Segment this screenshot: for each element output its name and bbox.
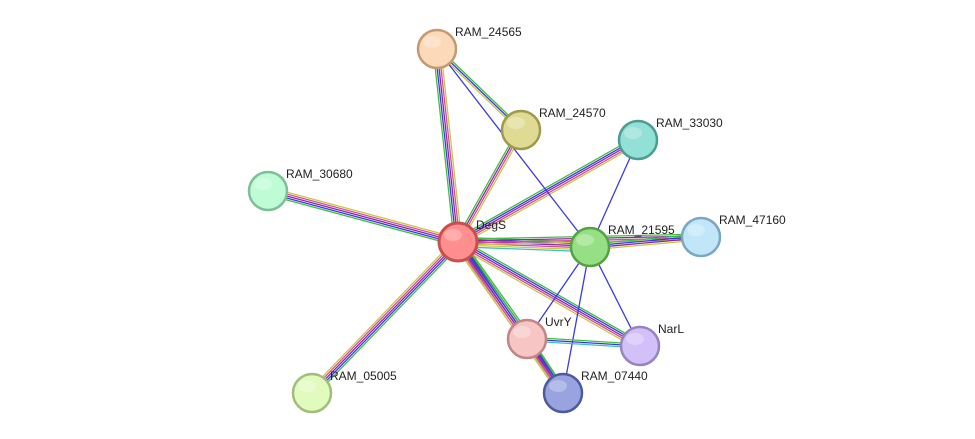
edge-line-purple	[267, 190, 459, 243]
node-degs[interactable]: DegS	[437, 218, 506, 263]
edge-line-green	[459, 238, 643, 344]
edge-line-green	[266, 194, 458, 247]
edge-line-pink	[456, 243, 640, 349]
node-label: UvrY	[545, 315, 572, 329]
node-ram-05005[interactable]: RAM_05005	[291, 369, 397, 414]
node-label: NarL	[658, 322, 684, 336]
edge-line-blue	[562, 246, 591, 394]
node-ram-21595[interactable]: RAM_21595	[569, 223, 675, 268]
node-sheen	[254, 178, 272, 190]
node-label: RAM_05005	[330, 369, 397, 383]
node-circle[interactable]	[619, 325, 661, 367]
edge-line-green	[314, 244, 462, 397]
edge-degs-narl	[455, 238, 643, 350]
edge-degs-ram-24570	[454, 128, 525, 244]
edge-line-olive	[459, 131, 525, 244]
nodes-layer: DegS RAM_24565RAM_24570RAM_33030RAM_30680…	[247, 25, 786, 414]
edge-degs-ram-24565	[432, 48, 463, 243]
node-label: RAM_21595	[608, 223, 675, 237]
edge-line-green	[432, 49, 455, 243]
edge-ram-21595-ram-07440	[562, 246, 591, 394]
node-sheen	[444, 229, 462, 241]
edge-line-pink	[268, 188, 459, 241]
edge-line-purple	[457, 139, 639, 243]
node-label: RAM_33030	[656, 116, 723, 130]
edge-line-pink	[438, 48, 461, 242]
node-circle[interactable]	[416, 28, 458, 70]
node-ram-24570[interactable]: RAM_24570	[500, 106, 606, 151]
node-sheen	[687, 224, 705, 236]
edge-line-blue	[434, 49, 457, 243]
edge-line-cyan	[457, 246, 590, 253]
node-label: RAM_47160	[719, 213, 786, 227]
edge-line-blue	[458, 239, 642, 345]
edge-degs-ram-30680	[266, 186, 460, 247]
node-label: RAM_30680	[286, 167, 353, 181]
node-ram-33030[interactable]: RAM_33030	[617, 116, 723, 161]
edge-line-green	[455, 136, 637, 240]
edge-line-olive	[308, 238, 456, 391]
edge-line-blue	[267, 192, 458, 245]
node-sheen	[423, 36, 441, 48]
edge-line-pink	[458, 130, 523, 243]
node-sheen	[549, 380, 567, 392]
node-sheen	[298, 380, 316, 392]
edge-line-pink	[458, 141, 640, 245]
node-label: DegS	[476, 218, 506, 232]
node-label: RAM_24570	[539, 106, 606, 120]
node-circle[interactable]	[291, 372, 333, 414]
node-circle[interactable]	[500, 109, 542, 151]
node-circle[interactable]	[437, 221, 479, 263]
node-ram-07440[interactable]: RAM_07440	[542, 369, 648, 414]
node-sheen	[624, 127, 642, 139]
edge-line-green	[454, 128, 520, 241]
edge-line-purple	[456, 129, 521, 242]
node-ram-47160[interactable]: RAM_47160	[680, 213, 786, 258]
node-sheen	[513, 326, 531, 338]
node-narl[interactable]: NarL	[619, 322, 684, 367]
node-sheen	[507, 117, 525, 129]
edge-line-pink	[310, 240, 458, 393]
edge-line-purple	[457, 241, 641, 347]
edge-line-purple	[436, 48, 459, 243]
edge-line-blue	[456, 137, 638, 241]
edge-line-blue	[312, 242, 460, 395]
node-uvry[interactable]: UvrY	[506, 315, 572, 360]
node-circle[interactable]	[617, 119, 659, 161]
edge-line-olive	[440, 48, 463, 242]
node-circle[interactable]	[247, 170, 289, 212]
node-ram-30680[interactable]: RAM_30680	[247, 167, 353, 212]
node-label: RAM_07440	[581, 369, 648, 383]
edge-line-olive	[457, 244, 590, 251]
node-ram-24565[interactable]: RAM_24565	[416, 25, 522, 70]
node-circle[interactable]	[542, 372, 584, 414]
edge-line-olive	[268, 186, 460, 239]
node-label: RAM_24565	[455, 25, 522, 39]
node-sheen	[576, 234, 594, 246]
node-sheen	[626, 333, 644, 345]
node-circle[interactable]	[569, 226, 611, 268]
edge-degs-ram-05005	[308, 238, 462, 397]
edge-line-olive	[455, 244, 639, 350]
node-circle[interactable]	[680, 216, 722, 258]
edge-line-purple	[311, 241, 459, 394]
node-circle[interactable]	[506, 318, 548, 360]
